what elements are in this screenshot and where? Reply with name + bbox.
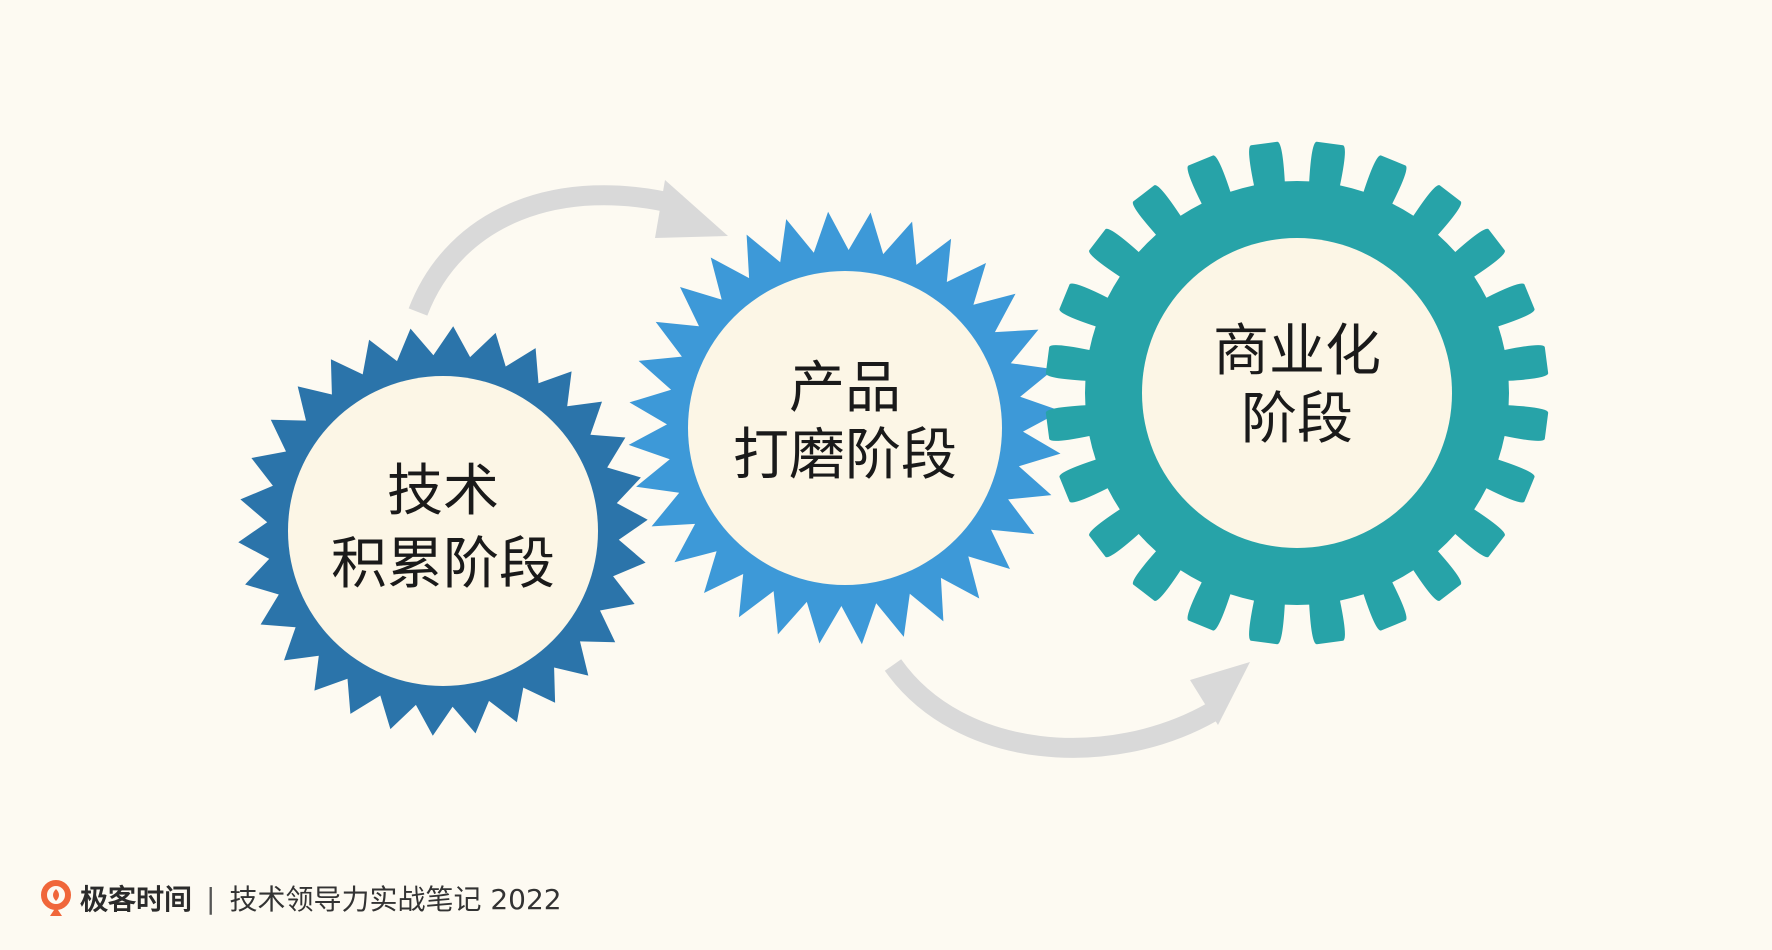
arrow-product-to-commercial bbox=[884, 659, 1250, 758]
gear-tech-center bbox=[288, 376, 598, 686]
book-title: 技术领导力实战笔记 2022 bbox=[229, 883, 562, 916]
gear-product-center bbox=[688, 271, 1002, 585]
gear-commercialization: 商业化 阶段 bbox=[1045, 141, 1549, 645]
gear-commercial-label-line2: 阶段 bbox=[1241, 387, 1353, 452]
gear-product-label-line1: 产品 bbox=[789, 356, 901, 421]
footer: 极客时间 | 技术领导力实战笔记 2022 bbox=[38, 876, 562, 920]
gear-product-label-line2: 打磨阶段 bbox=[733, 423, 957, 488]
gear-tech-label-line1: 技术 bbox=[387, 459, 499, 524]
geektime-logo-icon bbox=[41, 880, 71, 916]
gear-product-polish: 产品 打磨阶段 bbox=[628, 211, 1062, 645]
gear-tech-accumulation: 技术 积累阶段 bbox=[238, 326, 648, 736]
arrow-tech-to-product bbox=[408, 180, 728, 316]
footer-separator: | bbox=[206, 881, 216, 915]
gear-tech-label-line2: 积累阶段 bbox=[331, 532, 555, 597]
gear-commercial-label-line1: 商业化 bbox=[1213, 319, 1381, 384]
brand-name: 极客时间 bbox=[80, 883, 193, 916]
gear-commercial-center bbox=[1142, 238, 1452, 548]
